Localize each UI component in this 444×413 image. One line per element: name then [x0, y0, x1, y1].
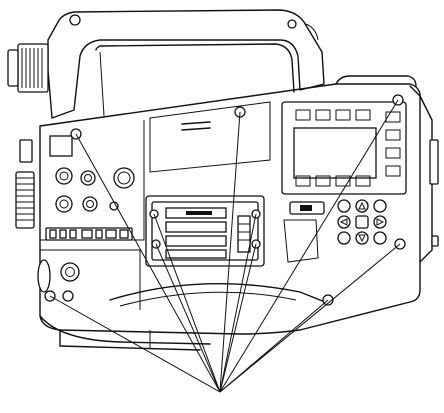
control-panel [281, 101, 407, 263]
handle-screw-front [69, 14, 81, 26]
cluster-button [337, 215, 351, 229]
card-slot-3 [165, 235, 227, 247]
front-mount [7, 43, 49, 229]
front-knob [113, 167, 135, 189]
cluster-button [373, 215, 387, 229]
button-cluster [337, 199, 387, 245]
cluster-button [355, 199, 369, 213]
upper-middle-panel [149, 101, 271, 173]
base-plate [39, 282, 331, 351]
cluster-button [373, 231, 387, 245]
front-panel [37, 120, 145, 310]
panel-button [295, 109, 311, 121]
card-slot-bay [145, 195, 265, 267]
camera-body [39, 75, 439, 335]
callout-lines [49, 99, 401, 393]
cluster-button [337, 231, 351, 245]
lower-connector [60, 262, 80, 282]
panel-button [335, 109, 351, 121]
lcd-display [293, 127, 377, 179]
cluster-button [337, 199, 351, 213]
front-panel-window [49, 135, 73, 157]
carry-handle [47, 9, 325, 119]
cluster-button [373, 199, 387, 213]
card-slot-2 [165, 221, 227, 233]
card-slot-4 [165, 249, 227, 259]
panel-button [315, 109, 331, 121]
handle-screw-rear [287, 19, 297, 29]
cluster-set-button [355, 215, 369, 229]
panel-button [355, 109, 371, 121]
slot-eject-levers [237, 215, 251, 253]
cluster-button [355, 231, 369, 245]
